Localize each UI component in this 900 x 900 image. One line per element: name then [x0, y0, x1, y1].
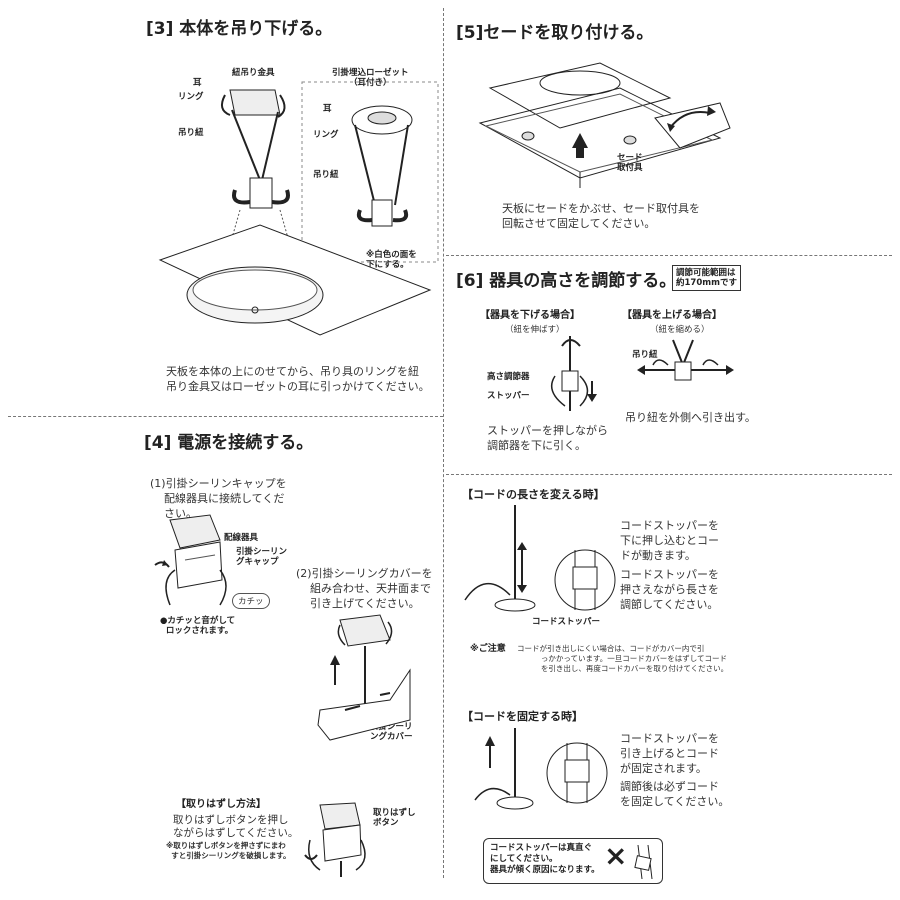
cord-fix-title: 【コードを固定する時】 — [462, 710, 583, 723]
divider-s6-cord — [446, 474, 892, 475]
raise-title: 【器具を上げる場合】 — [622, 310, 722, 321]
label-click: カチッ — [232, 593, 270, 609]
label-remove-button: 取りはずし ボタン — [373, 808, 416, 828]
label-ring2: リング — [313, 130, 339, 140]
warning-box: コードストッパーは真直ぐ にしてください。 器具が傾く原因になります。 × — [483, 838, 663, 884]
caution-text: コードが引き出しにくい場合は、コードがカバー内で引 っかかっています。一旦コード… — [517, 644, 729, 673]
label-shade-fixture: セード 取付具 — [617, 153, 643, 173]
lower-sub: （紐を伸ばす） — [505, 325, 565, 335]
wrong-mark-icon: × — [604, 839, 628, 872]
label-ear2: 耳 — [323, 104, 332, 114]
label-wiring: 配線器具 — [224, 533, 259, 543]
label-adjuster: 高さ調節器 — [487, 372, 530, 382]
label-rosette: 引掛埋込ローゼット （耳付き） — [332, 68, 409, 88]
range-tag: 調節可能範囲は 約170mmです — [672, 265, 741, 291]
label-white-side: ※白色の面を 下にする。 — [366, 250, 417, 270]
label-ring: リング — [178, 92, 204, 102]
raise-caption: 吊り紐を外側へ引き出す。 — [625, 411, 756, 424]
cord-length-title: 【コードの長さを変える時】 — [462, 488, 605, 501]
hanging-illustration — [158, 81, 439, 336]
label-cap: 引掛シーリン グキャップ — [236, 547, 288, 567]
raise-sub: （紐を縮める） — [650, 325, 710, 335]
cord-length-text1: コードストッパーを 下に押し込むとコー ドが動きます。 — [620, 519, 719, 562]
cord-length-text2: コードストッパーを 押さえながら長さを 調節してください。 — [620, 568, 719, 611]
label-string2: 吊り紐 — [313, 170, 339, 180]
section3-caption: 天板を本体の上にのせてから、吊り具のリングを紐 吊り金具又はローゼットの耳に引っ… — [166, 365, 430, 393]
label-hanger: 紐吊り金具 — [232, 68, 275, 78]
tilted-stopper-icon — [634, 844, 653, 880]
remove-illustration — [304, 802, 366, 877]
section6-title: [6] 器具の高さを調節する。 — [456, 271, 677, 291]
label-stopper: ストッパー — [487, 391, 530, 401]
label-cord-stopper: コードストッパー — [532, 617, 601, 627]
vertical-divider — [443, 8, 444, 878]
divider-s3-s4 — [8, 416, 443, 417]
label-string: 吊り紐 — [178, 128, 204, 138]
lower-illustration — [550, 336, 597, 411]
cover-illustration — [317, 614, 411, 741]
section5-caption: 天板にセードをかぶせ、セード取付具を 回転させて固定してください。 — [502, 202, 700, 230]
cord-fix-text2: 調節後は必ずコード を固定してください。 — [620, 780, 730, 808]
section5-title: [5]セードを取り付ける。 — [456, 23, 654, 43]
lower-title: 【器具を下げる場合】 — [480, 310, 580, 321]
cord-fix-illustration — [474, 728, 608, 810]
section4-title: [4] 電源を接続する。 — [144, 433, 314, 453]
remove-title: 【取りはずし方法】 — [176, 799, 266, 810]
warning-box-text: コードストッパーは真直ぐ にしてください。 器具が傾く原因になります。 — [490, 843, 600, 875]
label-cover: 引掛シーリ ングカバー — [370, 722, 413, 742]
lock-note: ●カチッと音がして ロックされます。 — [160, 616, 236, 636]
label-string-raise: 吊り紐 — [632, 350, 658, 360]
step1-text: (1)引掛シーリンキャップを 配線器具に接続してくだ さい。 — [150, 477, 287, 520]
step2-text: (2)引掛シーリングカバーを 組み合わせ、天井面まで 引き上げてください。 — [296, 567, 433, 610]
cord-fix-text1: コードストッパーを 引き上げるとコード が固定されます。 — [620, 732, 719, 775]
ceiling-cap-illustration — [154, 514, 227, 606]
caution-head: ※ご注意 — [470, 644, 506, 654]
section3-title: [3] 本体を吊り下げる。 — [146, 19, 333, 39]
remove-warning: ※取りはずしボタンを押さずにまわ すと引掛シーリングを破損します。 — [166, 841, 291, 860]
remove-text: 取りはずしボタンを押し ながらはずしてください。 — [173, 814, 299, 839]
divider-s5-s6 — [446, 255, 892, 256]
lower-caption: ストッパーを押しながら 調節器を下に引く。 — [487, 424, 608, 452]
cord-length-illustration — [464, 505, 616, 612]
label-ear: 耳 — [193, 78, 202, 88]
shade-illustration — [478, 62, 731, 188]
raise-illustration — [637, 339, 734, 381]
